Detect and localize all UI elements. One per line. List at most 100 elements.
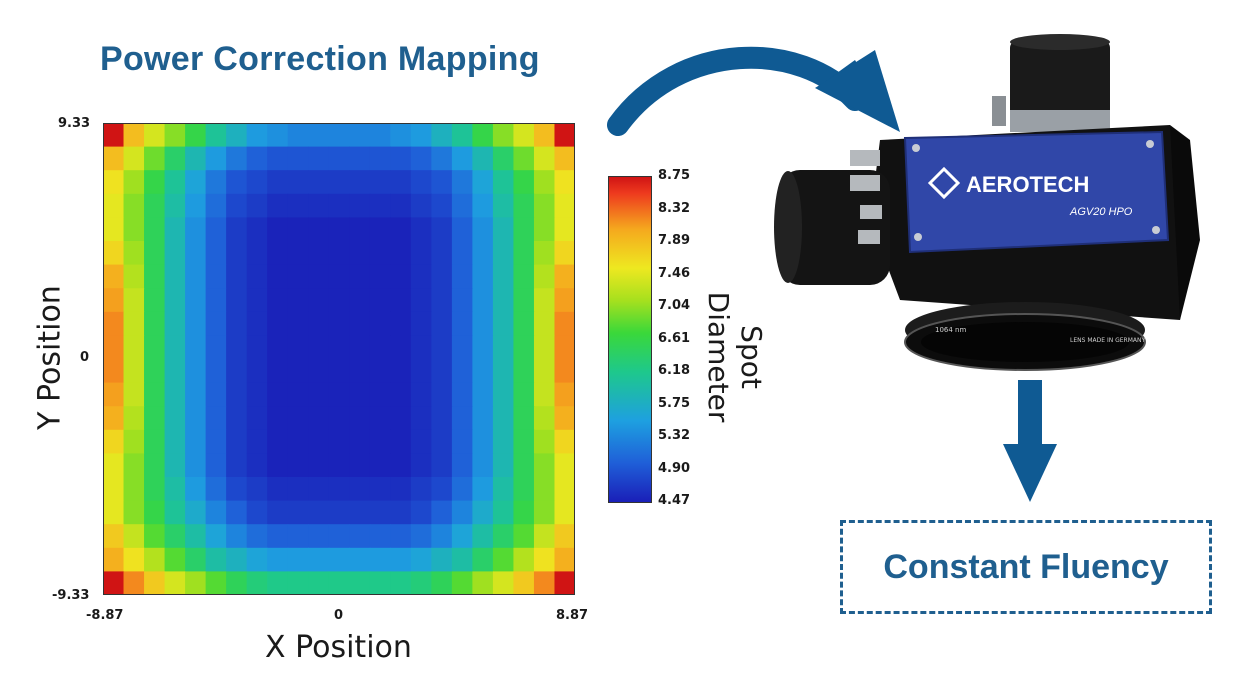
heatmap-cell [308,241,330,266]
heatmap-cell [533,193,556,218]
heatmap-cell [205,146,227,171]
heatmap-cell [390,146,412,171]
heatmap-cell [533,406,556,431]
heatmap-cell [410,500,432,525]
heatmap-cell [287,406,309,431]
heatmap-cell [205,170,227,195]
heatmap-cell [267,170,289,195]
heatmap-cell [185,453,207,478]
heatmap-cell [287,335,309,360]
heatmap-cell [349,547,371,572]
heatmap-cell [472,193,494,218]
heatmap-cell [513,524,535,549]
heatmap-cell [513,288,535,313]
heatmap-cell [410,571,432,595]
heatmap-cell [369,500,391,525]
heatmap-cell [492,311,515,336]
heatmap-cell [533,311,556,336]
heatmap-cell [492,359,515,384]
heatmap-cell [390,288,412,313]
heatmap-cell [431,524,453,549]
heatmap-cell [513,406,535,431]
heatmap-cell [123,453,145,478]
heatmap-cell [308,524,330,549]
heatmap-cell [205,406,227,431]
heatmap-cell [185,547,207,572]
heatmap-cell [431,264,453,289]
heatmap-cell [513,264,535,289]
heatmap-cell [246,217,268,242]
heatmap-cell [246,571,268,595]
heatmap-cell [164,406,186,431]
heatmap-cell [554,123,575,148]
heatmap-cell [308,382,330,407]
heatmap-cell [451,170,473,195]
heatmap-cell [431,193,453,218]
heatmap-cell [164,500,186,525]
heatmap-cell [246,382,268,407]
heatmap-cell [144,146,166,171]
heatmap-cell [369,382,391,407]
heatmap-cell [328,571,350,595]
heatmap-cell [267,217,289,242]
heatmap-cell [533,500,556,525]
heatmap-cell [164,217,186,242]
heatmap-cell [123,123,145,148]
heatmap-cell [226,359,248,384]
heatmap-cell [123,146,145,171]
heatmap-cell [144,571,166,595]
heatmap-cell [205,547,227,572]
heatmap-cell [144,429,166,454]
heatmap-cell [328,146,350,171]
heatmap-cell [410,406,432,431]
heatmap-cell [308,170,330,195]
heatmap-cell [554,453,575,478]
heatmap-cell [164,170,186,195]
y-axis-label: Y Position [32,285,68,430]
heatmap-cell [185,311,207,336]
heatmap-cell [533,146,556,171]
heatmap-cell [472,241,494,266]
heatmap-cell [369,146,391,171]
heatmap-cell [308,571,330,595]
product-brand: AEROTECH [966,172,1089,197]
heatmap-cell [390,477,412,502]
heatmap-cell [246,429,268,454]
heatmap-cell [492,146,515,171]
heatmap-cell [349,288,371,313]
colorbar-tick: 6.18 [658,363,691,378]
heatmap-cell [144,382,166,407]
heatmap-cell [308,288,330,313]
heatmap-cell [267,571,289,595]
heatmap-cell [123,429,145,454]
colorbar-tick: 5.32 [658,428,691,443]
heatmap-cell [554,524,575,549]
heatmap-cell [226,217,248,242]
heatmap-cell [287,571,309,595]
heatmap-cell [226,146,248,171]
heatmap-cell [144,264,166,289]
heatmap-cell [205,453,227,478]
heatmap-cell [369,288,391,313]
heatmap-cell [123,524,145,549]
heatmap-cell [185,264,207,289]
heatmap-cell [451,477,473,502]
scan-head-image: AEROTECH AGV20 HPO 1064 nm LENS MADE IN … [774,34,1200,371]
heatmap-cell [492,547,515,572]
heatmap-cell [205,359,227,384]
heatmap-cell [185,359,207,384]
heatmap-cell [103,123,125,148]
x-tick-left: -8.87 [86,608,124,623]
heatmap-cell [144,359,166,384]
heatmap-cell [328,500,350,525]
heatmap-cell [369,406,391,431]
heatmap-cell [246,264,268,289]
heatmap-cell [164,571,186,595]
heatmap-cell [185,193,207,218]
heatmap-cell [103,241,125,266]
heatmap-cell [164,359,186,384]
heatmap-cell [226,311,248,336]
heatmap-cell [349,241,371,266]
heatmap-cell [123,500,145,525]
heatmap-cell [492,477,515,502]
